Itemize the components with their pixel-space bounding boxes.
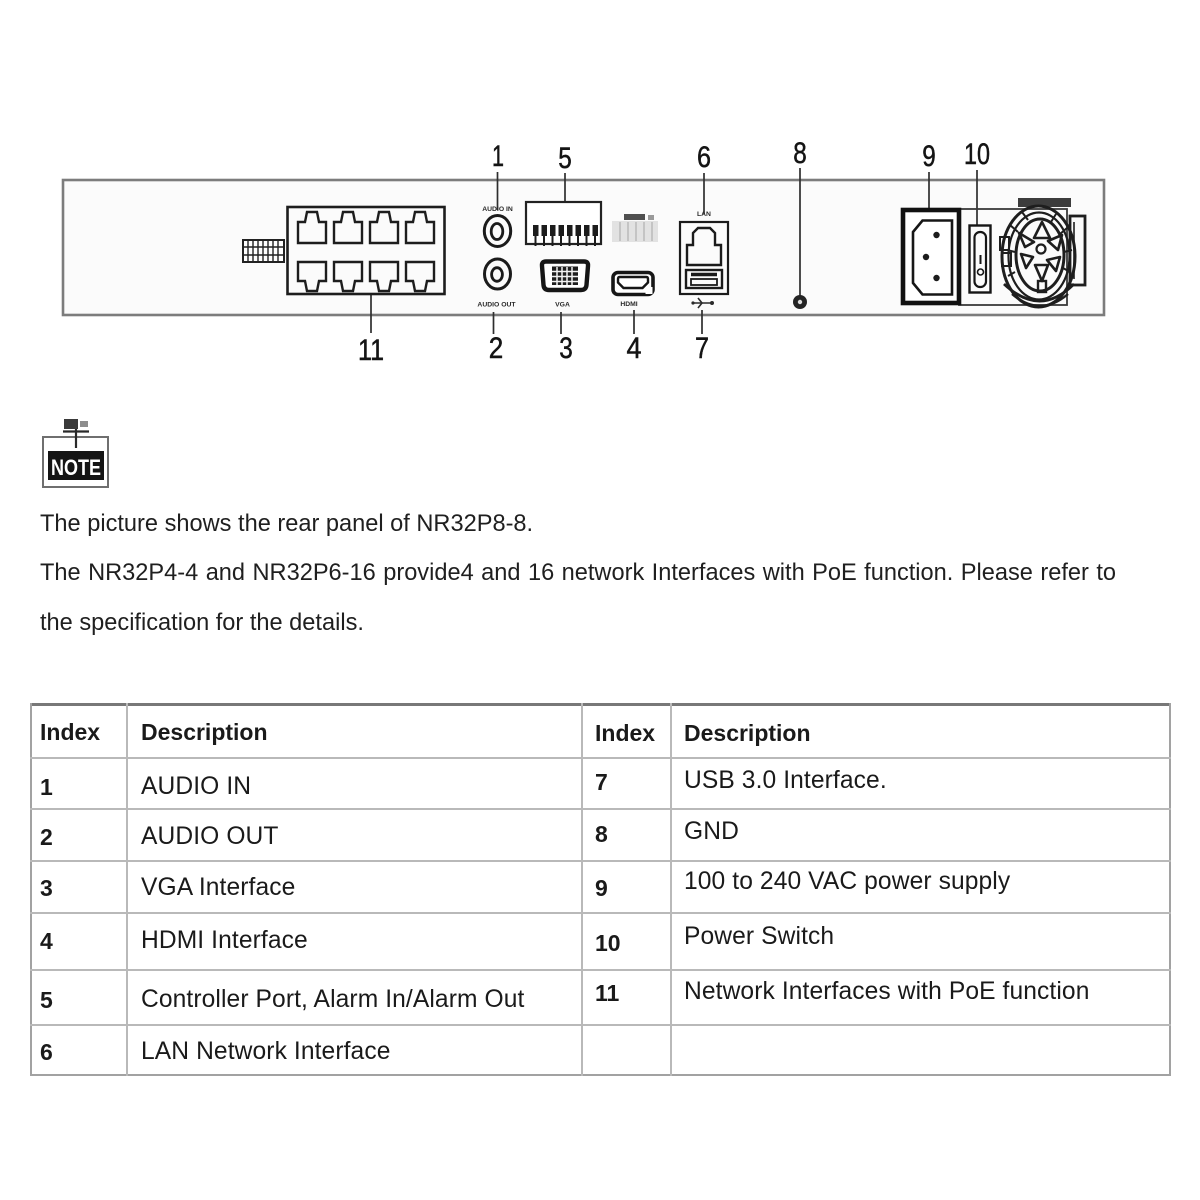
svg-text:1: 1 <box>492 140 504 173</box>
svg-text:4: 4 <box>627 332 642 365</box>
svg-text:8: 8 <box>793 137 807 170</box>
svg-text:10: 10 <box>964 138 990 171</box>
svg-text:AUDIO OUT: AUDIO OUT <box>477 302 516 309</box>
svg-text:5: 5 <box>558 142 572 175</box>
svg-text:NOTE: NOTE <box>51 455 101 480</box>
svg-text:3: 3 <box>559 332 573 365</box>
svg-text:2: 2 <box>489 332 504 365</box>
svg-text:9: 9 <box>922 140 936 173</box>
svg-text:6: 6 <box>697 141 711 174</box>
svg-text:VGA: VGA <box>555 302 570 309</box>
svg-text:LAN: LAN <box>697 211 711 218</box>
svg-text:11: 11 <box>358 334 384 367</box>
svg-text:AUDIO IN: AUDIO IN <box>482 206 513 213</box>
svg-text:7: 7 <box>695 332 709 365</box>
svg-text:HDMI: HDMI <box>620 301 637 308</box>
